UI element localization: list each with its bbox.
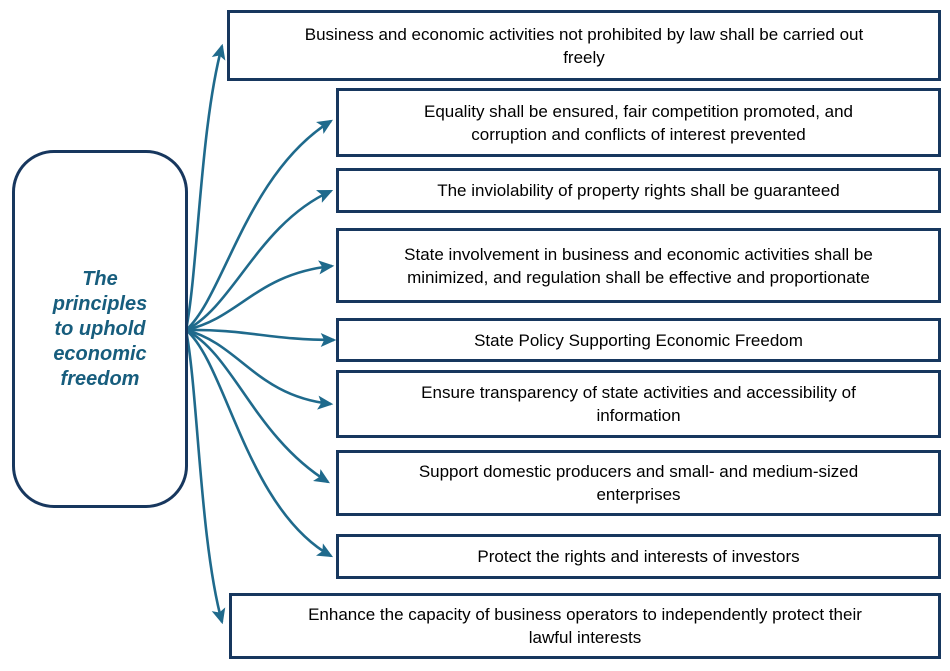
principle-text-7: Support domestic producers and small- an…: [418, 462, 859, 504]
principle-box-6: Ensure transparency of state activities …: [336, 370, 941, 438]
connector-arrow-5: [185, 328, 337, 348]
principle-text-8: Protect the rights and interests of inve…: [477, 547, 800, 566]
connector-arrow-9: [184, 329, 226, 625]
principle-box-7: Support domestic producers and small- an…: [336, 450, 941, 516]
connector-arrow-1: [184, 43, 226, 331]
principle-text-5: State Policy Supporting Economic Freedom: [474, 330, 803, 350]
connector-arrow-6: [185, 328, 334, 410]
principle-box-9: Enhance the capacity of business operato…: [229, 593, 941, 659]
principle-box-1: Business and economic activities not pro…: [227, 10, 941, 81]
principle-text-9: Enhance the capacity of business operato…: [308, 605, 862, 647]
connector-arrow-2: [185, 119, 333, 331]
source-shape: The principles to uphold economic freedo…: [12, 150, 188, 508]
principle-text-1: Business and economic activities not pro…: [304, 24, 864, 67]
principle-box-5: State Policy Supporting Economic Freedom: [336, 318, 941, 362]
principle-text-2: Equality shall be ensured, fair competit…: [423, 101, 854, 144]
principle-box-3: The inviolability of property rights sha…: [336, 168, 941, 213]
principle-text-4: State involvement in business and econom…: [404, 244, 873, 287]
connector-arrow-8: [185, 328, 334, 558]
principle-box-2: Equality shall be ensured, fair competit…: [336, 88, 941, 157]
connector-arrow-7: [185, 328, 330, 484]
principle-text-6: Ensure transparency of state activities …: [421, 383, 856, 425]
connector-arrow-3: [185, 189, 334, 332]
principle-box-4: State involvement in business and econom…: [336, 228, 941, 303]
source-label: The principles to uphold economic freedo…: [52, 267, 148, 390]
connector-arrow-4: [185, 260, 335, 332]
principle-text-3: The inviolability of property rights sha…: [437, 181, 840, 200]
principle-box-8: Protect the rights and interests of inve…: [336, 534, 941, 579]
